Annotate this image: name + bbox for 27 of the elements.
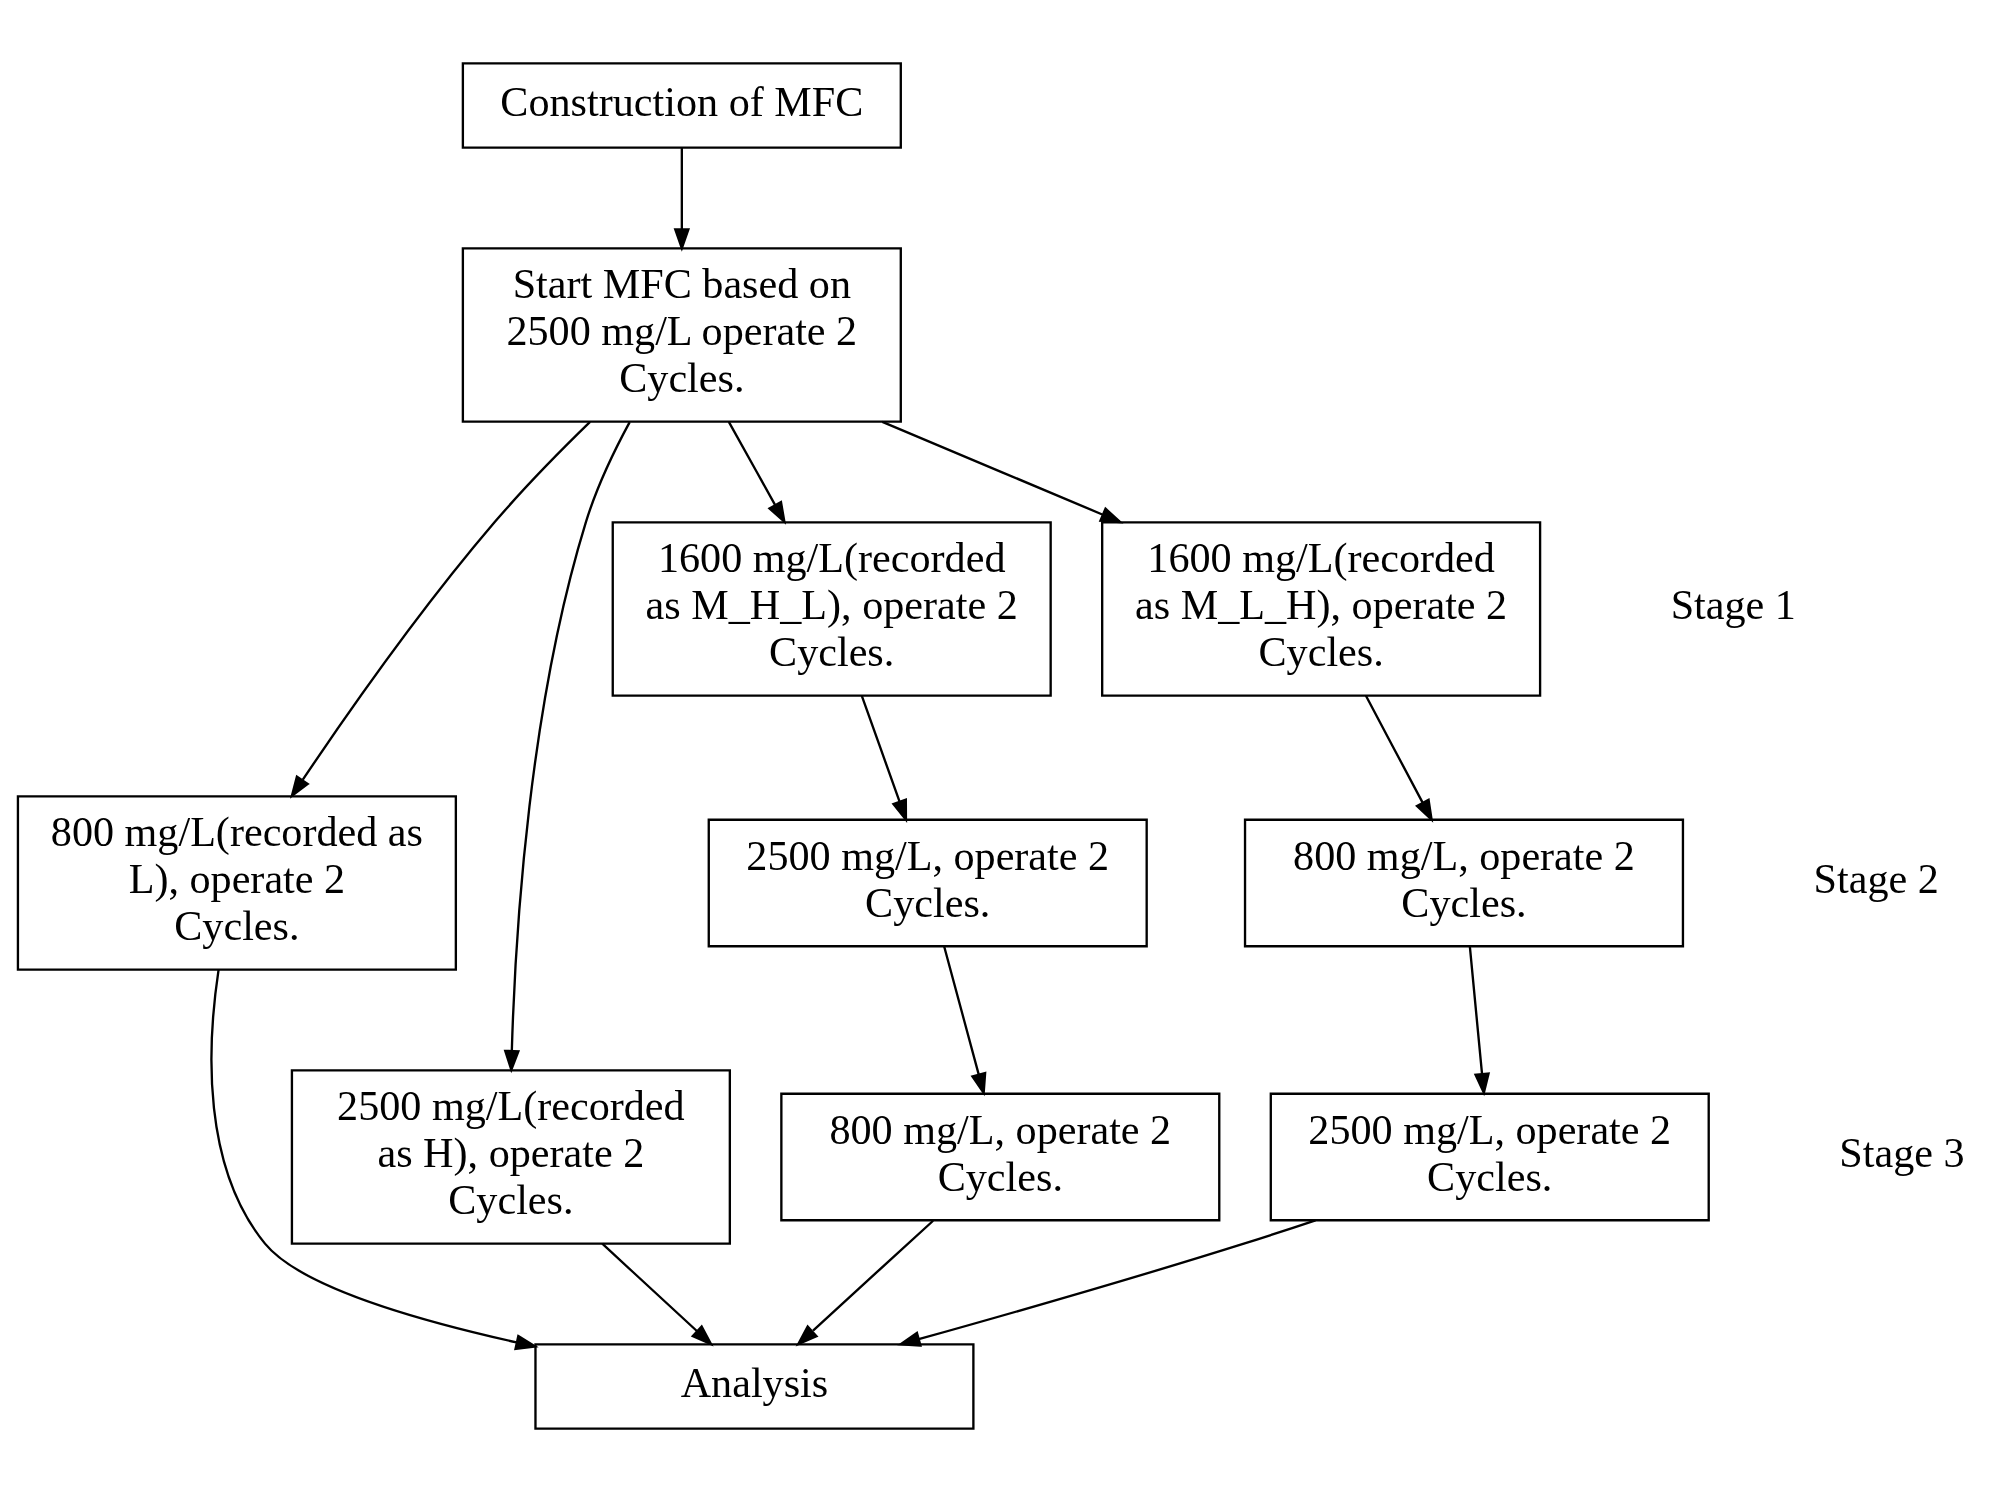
label: Stage 1 xyxy=(1670,581,1796,629)
label: Stage 3 xyxy=(1839,1129,1965,1177)
node-box: 800 mg/L, operate 2 Cycles. xyxy=(1243,818,1685,948)
arrow xyxy=(1364,695,1434,823)
arrow xyxy=(943,946,987,1097)
node-box: 1600 mg/L(recorded as M_L_H), operate 2 Cycles. xyxy=(1101,521,1542,697)
node-box: 800 mg/L, operate 2 Cycles. xyxy=(780,1092,1221,1222)
arrow xyxy=(727,421,787,525)
arrow xyxy=(897,1219,1316,1347)
arrow xyxy=(860,695,908,823)
arrow xyxy=(1468,946,1491,1097)
node-box: 800 mg/L(recorded as L), operate 2 Cycles. xyxy=(16,795,458,971)
node-box: Construction of MFC xyxy=(461,62,902,149)
arrow xyxy=(673,148,691,252)
arrow xyxy=(601,1242,714,1347)
arrow xyxy=(503,421,631,1074)
node-box: Analysis xyxy=(534,1343,975,1430)
node-box: 2500 mg/L, operate 2 Cycles. xyxy=(707,818,1148,948)
node-box: 2500 mg/L, operate 2 Cycles. xyxy=(1269,1092,1710,1222)
label: Stage 2 xyxy=(1813,855,1939,903)
arrow xyxy=(289,421,591,799)
arrow xyxy=(881,420,1124,524)
node-box: 2500 mg/L(recorded as H), operate 2 Cycles. xyxy=(290,1069,731,1245)
node-box: 1600 mg/L(recorded as M_H_L), operate 2 Cycles. xyxy=(611,521,1052,697)
node-box: Start MFC based on 2500 mg/L operate 2 Cycles. xyxy=(461,247,902,423)
arrow xyxy=(795,1219,934,1347)
arrow xyxy=(210,969,539,1351)
